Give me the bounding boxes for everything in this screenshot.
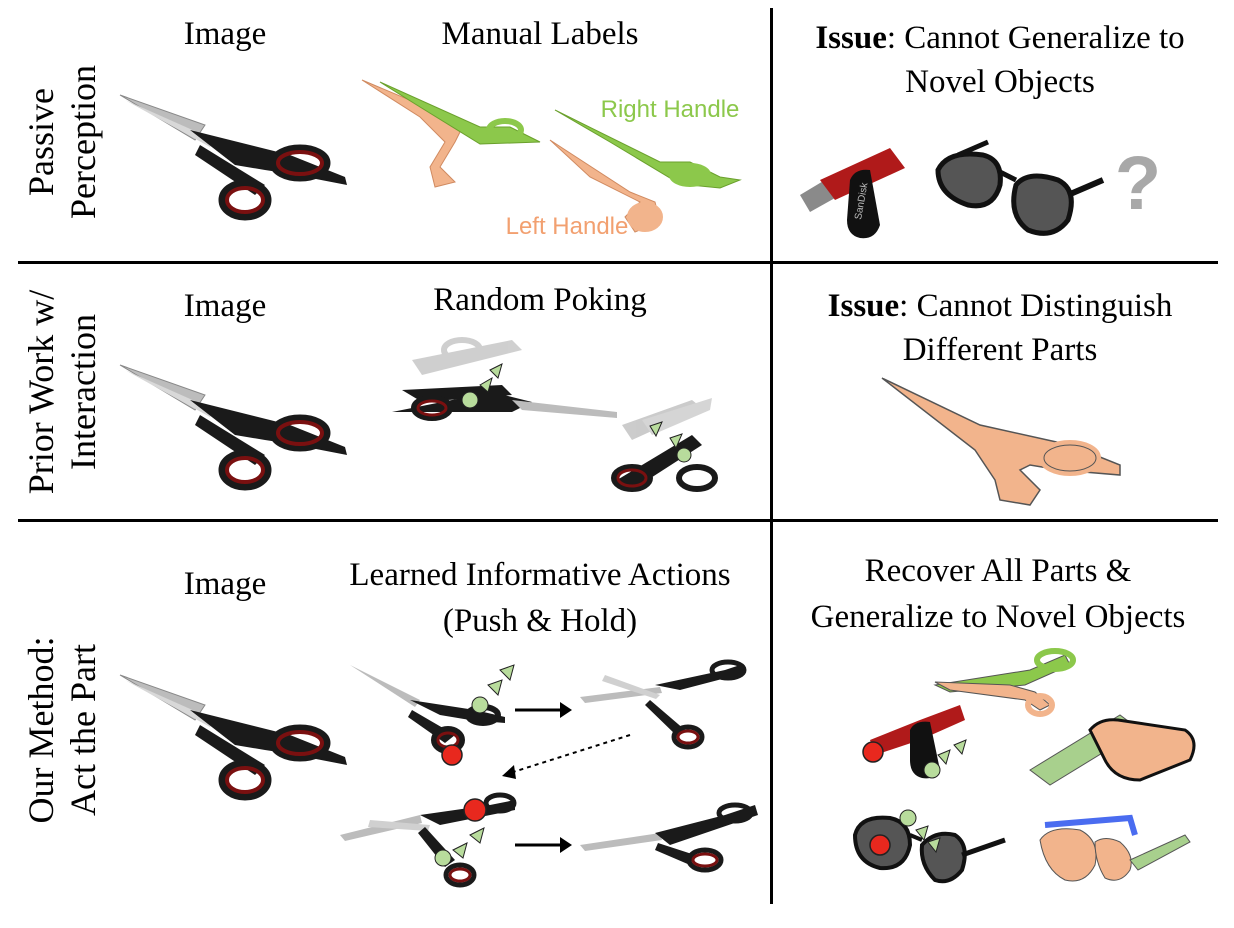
push-arrow-icon xyxy=(515,837,572,853)
scissors-step-3 xyxy=(340,792,517,888)
recover-parts-text: Recover All Parts & Generalize to Novel … xyxy=(778,548,1218,640)
recovered-parts-diagram xyxy=(852,648,1196,884)
next-step-arrow-icon xyxy=(502,734,631,779)
row-label-line1: Passive xyxy=(21,88,61,196)
question-mark-icon: ? xyxy=(1114,141,1162,226)
row-label-line1: Our Method: xyxy=(21,636,61,824)
labeled-scissors-icon xyxy=(361,79,742,233)
image-title: Image xyxy=(183,16,267,52)
segmented-sunglasses-icon xyxy=(1039,814,1191,882)
issue-label: Issue xyxy=(827,288,900,324)
uniform-part-scissors-icon xyxy=(881,377,1121,506)
recover-line1: Recover All Parts & xyxy=(864,553,1132,589)
scissors-icon xyxy=(119,364,347,491)
issue-text: Issue: Cannot Generalize to Novel Object… xyxy=(780,16,1220,104)
issue-rest: : Cannot Distinguish xyxy=(899,288,1173,324)
row-label-line2: Act the Part xyxy=(63,644,103,816)
scissors-step-1 xyxy=(350,664,515,766)
row-label-passive-perception: Passive Perception xyxy=(20,32,104,252)
row-divider-2 xyxy=(18,519,1218,522)
issue-line2: Different Parts xyxy=(902,332,1098,368)
issue-label: Issue xyxy=(815,20,887,56)
right-handle-annotation: Right Handle xyxy=(600,96,740,123)
learned-actions-line1: Learned Informative Actions xyxy=(349,557,731,593)
usb-drive-icon: SanDisk xyxy=(800,148,905,239)
random-poking-title: Random Poking xyxy=(433,282,647,318)
sunglasses-icon xyxy=(935,139,1105,236)
scissors-icon xyxy=(119,674,347,801)
segmented-usb-icon xyxy=(1029,714,1196,786)
issue-text: Issue: Cannot Distinguish Different Part… xyxy=(780,284,1220,372)
learned-actions-title: Learned Informative Actions (Push & Hold… xyxy=(300,552,780,644)
issue-rest: : Cannot Generalize to xyxy=(886,20,1185,56)
recover-line2: Generalize to Novel Objects xyxy=(810,599,1186,635)
image-title: Image xyxy=(183,566,267,602)
scissors-icon xyxy=(119,94,347,221)
poking-scissors-icon xyxy=(392,337,718,492)
sunglasses-icon xyxy=(852,809,1006,884)
segmented-scissors-icon xyxy=(933,648,1076,717)
scissors-step-4 xyxy=(580,802,758,873)
learned-actions-line2: (Push & Hold) xyxy=(442,603,638,639)
row-divider-1 xyxy=(18,261,1218,264)
usb-drive-icon xyxy=(862,705,967,779)
row-label-line1: Prior Work w/ xyxy=(21,289,61,495)
row-label-our-method: Our Method: Act the Part xyxy=(20,620,104,840)
manual-labels-title: Manual Labels xyxy=(441,16,639,52)
left-handle-annotation: Left Handle xyxy=(505,213,629,240)
row-label-line2: Perception xyxy=(63,65,103,219)
row-label-line2: Interaction xyxy=(63,314,103,470)
action-sequence-diagram xyxy=(340,659,758,888)
push-arrow-icon xyxy=(515,702,572,718)
image-title: Image xyxy=(183,288,267,324)
row-label-prior-work: Prior Work w/ Interaction xyxy=(20,262,104,522)
scissors-step-2 xyxy=(580,659,747,750)
vertical-divider xyxy=(770,8,773,904)
issue-line2: Novel Objects xyxy=(905,64,1095,100)
